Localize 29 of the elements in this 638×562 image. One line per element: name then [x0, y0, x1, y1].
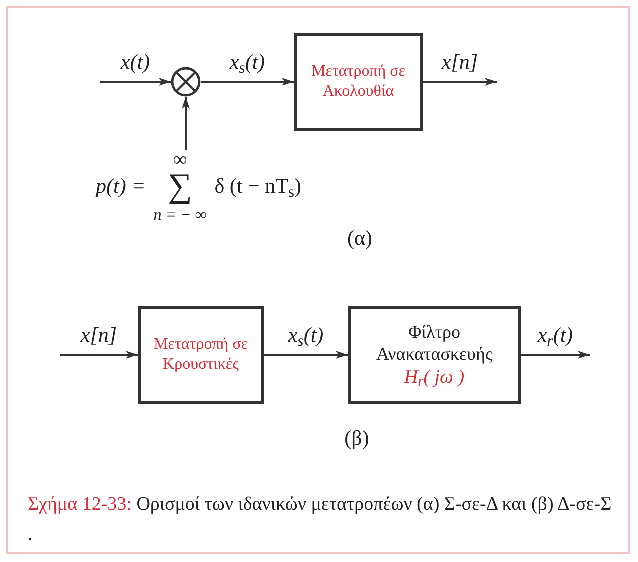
- process-box: [348, 306, 521, 404]
- subfigure-label: (β): [344, 428, 370, 449]
- figure-caption: Σχήμα 12-33: Ορισμοί των ιδανικών μετατροπέων (α) Σ-σε-Δ και (β) Δ-σε-Σ .: [28, 493, 613, 547]
- signal-label: x[n]: [80, 325, 118, 346]
- signal-label: x$_{s}$(t): [288, 325, 324, 346]
- box-title: Φίλτρο Ανακατασκευής: [375, 320, 494, 366]
- formula-text: n = − ∞: [154, 208, 207, 224]
- signal-label: x[n]: [442, 52, 478, 73]
- formula-text: δ (t − nT$_{s}$): [214, 173, 302, 203]
- subfigure-label: (α): [348, 228, 372, 249]
- box-title: Μετατροπή σε Ακολουθία: [310, 62, 406, 102]
- arrow: [100, 78, 171, 86]
- arrow: [423, 78, 497, 86]
- signal-label: x$_{s}$(t): [230, 52, 266, 73]
- arrow: [264, 351, 348, 359]
- summation-sign: ∑: [168, 170, 192, 204]
- box-title: Μετατροπή σε Κρουστικές: [153, 335, 249, 375]
- arrow: [182, 97, 190, 150]
- arrow: [201, 78, 294, 86]
- formula-text: p(t) =: [96, 173, 146, 200]
- arrow: [60, 351, 138, 359]
- process-box: [138, 306, 264, 404]
- formula-text: ∞: [173, 150, 188, 170]
- transfer-function: H$_{r}$( jω ): [404, 366, 465, 390]
- arrow: [521, 351, 590, 359]
- signal-label: x(t): [120, 52, 150, 73]
- process-box: [294, 33, 423, 131]
- signal-label: x$_{r}$(t): [538, 325, 574, 346]
- multiplier-circle: [171, 67, 201, 97]
